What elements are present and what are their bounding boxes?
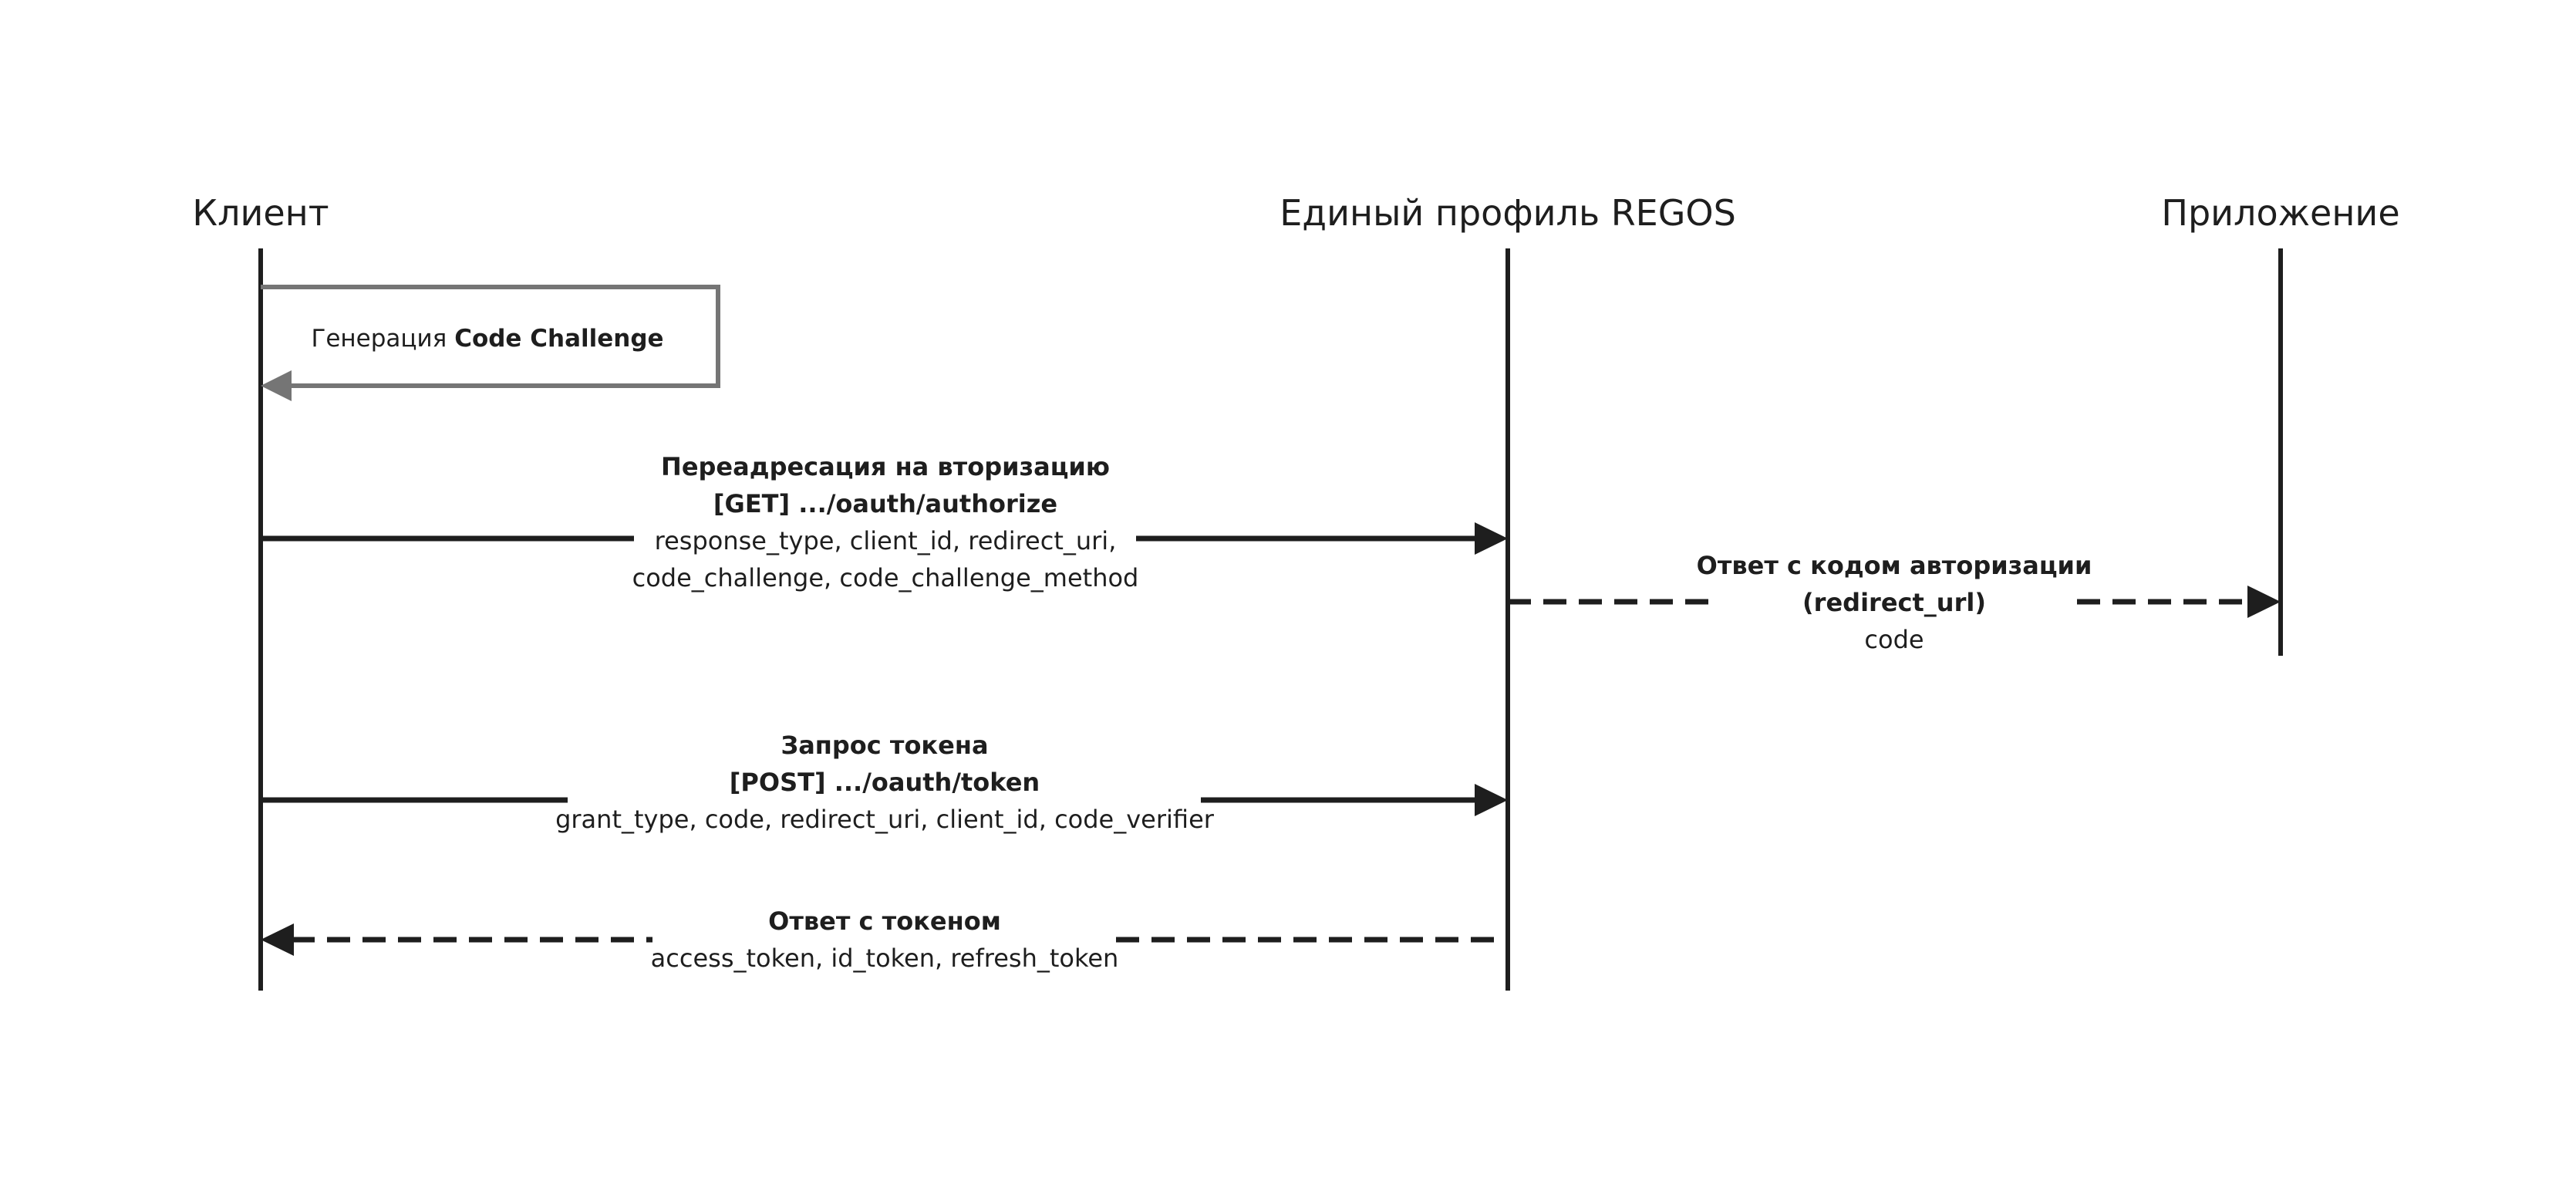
self-message-arrowhead (261, 370, 292, 401)
auth-code-title: Ответ с кодом авторизации (1697, 551, 2092, 580)
actor-client: Клиент (192, 192, 329, 234)
token-response-params: access_token, id_token, refresh_token (651, 944, 1119, 973)
token-request-title: Запрос токена (781, 731, 988, 760)
self-message-line (261, 285, 720, 388)
token-response-arrowhead (261, 923, 294, 956)
self-message-prefix: Генерация (311, 325, 454, 353)
authorize-title: Переадресация на вторизацию (661, 452, 1110, 481)
auth-code-params: code (1864, 625, 1924, 654)
authorize-arrowhead (1475, 522, 1508, 555)
token-request-endpoint: [POST] .../oauth/token (730, 768, 1040, 797)
auth-code-arrowhead (2247, 586, 2281, 618)
actor-profile: Единый профиль REGOS (1280, 192, 1736, 234)
actor-app: Приложение (2161, 192, 2399, 234)
token-request-params: grant_type, code, redirect_uri, client_i… (555, 805, 1215, 834)
token-request-arrowhead (1475, 784, 1508, 816)
authorize-endpoint: [GET] .../oauth/authorize (713, 489, 1057, 518)
self-message-label: Генерация Code Challenge (311, 325, 663, 353)
token-response-title: Ответ с токеном (768, 906, 1001, 936)
self-message-bold: Code Challenge (454, 325, 663, 353)
authorize-params-2: code_challenge, code_challenge_method (632, 563, 1139, 592)
auth-code-subtitle: (redirect_url) (1802, 588, 1986, 617)
authorize-params-1: response_type, client_id, redirect_uri, (655, 526, 1117, 555)
